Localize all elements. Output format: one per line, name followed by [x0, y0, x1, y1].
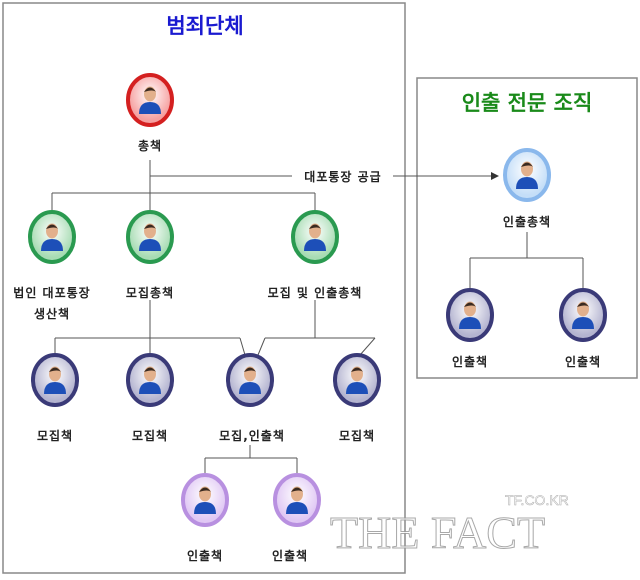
person-icon	[139, 223, 161, 251]
node-recruit-head	[126, 210, 174, 264]
edge-label-account-supply: 대포통장 공급	[304, 169, 381, 184]
node-boss	[126, 73, 174, 127]
person-icon	[572, 301, 594, 329]
withdrawal-org-box	[416, 77, 638, 379]
label-account-maker-1: 법인 대포통장	[13, 285, 90, 300]
label-withdrawer3: 인출책	[452, 354, 488, 369]
node-recruit-withdrawer	[226, 353, 274, 407]
withdrawal-org-title: 인출 전문 조직	[462, 91, 593, 115]
node-withdrawer4	[559, 288, 607, 342]
node-labels: 총책 법인 대포통장 생산책 모집총책 모집 및 인출총책 모집책 모집책 모집…	[13, 138, 601, 563]
node-withdrawer1	[181, 473, 229, 527]
node-account-maker	[28, 210, 76, 264]
node-recruiter3	[333, 353, 381, 407]
label-recruit-withdraw-head: 모집 및 인출총책	[268, 285, 363, 300]
person-icon	[139, 366, 161, 394]
label-withdraw-head: 인출총책	[503, 214, 551, 229]
connector-lines	[51, 160, 584, 474]
person-icon	[41, 223, 63, 251]
node-withdrawer2	[273, 473, 321, 527]
watermark: TF.CO.KR THE FACT	[330, 492, 570, 559]
label-withdrawer2: 인출책	[272, 548, 308, 563]
label-recruiter1: 모집책	[37, 428, 73, 443]
label-withdrawer1: 인출책	[187, 548, 223, 563]
person-icon	[459, 301, 481, 329]
node-recruiter2	[126, 353, 174, 407]
node-withdrawer3	[446, 288, 494, 342]
person-icon	[139, 86, 161, 114]
watermark-sub: TF.CO.KR	[505, 492, 569, 508]
node-withdraw-head	[503, 148, 551, 202]
person-icon	[304, 223, 326, 251]
label-recruit-head: 모집총책	[126, 285, 174, 300]
label-withdrawer4: 인출책	[565, 354, 601, 369]
label-account-maker-2: 생산책	[34, 306, 70, 321]
criminal-group-box	[2, 2, 406, 574]
person-icon	[194, 486, 216, 514]
watermark-main: THE FACT	[330, 507, 545, 558]
label-recruiter2: 모집책	[132, 428, 168, 443]
person-icon	[286, 486, 308, 514]
node-recruit-withdraw-head	[291, 210, 339, 264]
label-recruiter3: 모집책	[339, 428, 375, 443]
person-icon	[239, 366, 261, 394]
label-boss: 총책	[138, 138, 162, 153]
person-icon	[44, 366, 66, 394]
person-icon	[346, 366, 368, 394]
node-recruiter1	[31, 353, 79, 407]
criminal-group-title: 범죄단체	[166, 14, 243, 38]
person-icon	[516, 161, 538, 189]
label-recruit-withdrawer: 모집,인출책	[219, 428, 285, 443]
